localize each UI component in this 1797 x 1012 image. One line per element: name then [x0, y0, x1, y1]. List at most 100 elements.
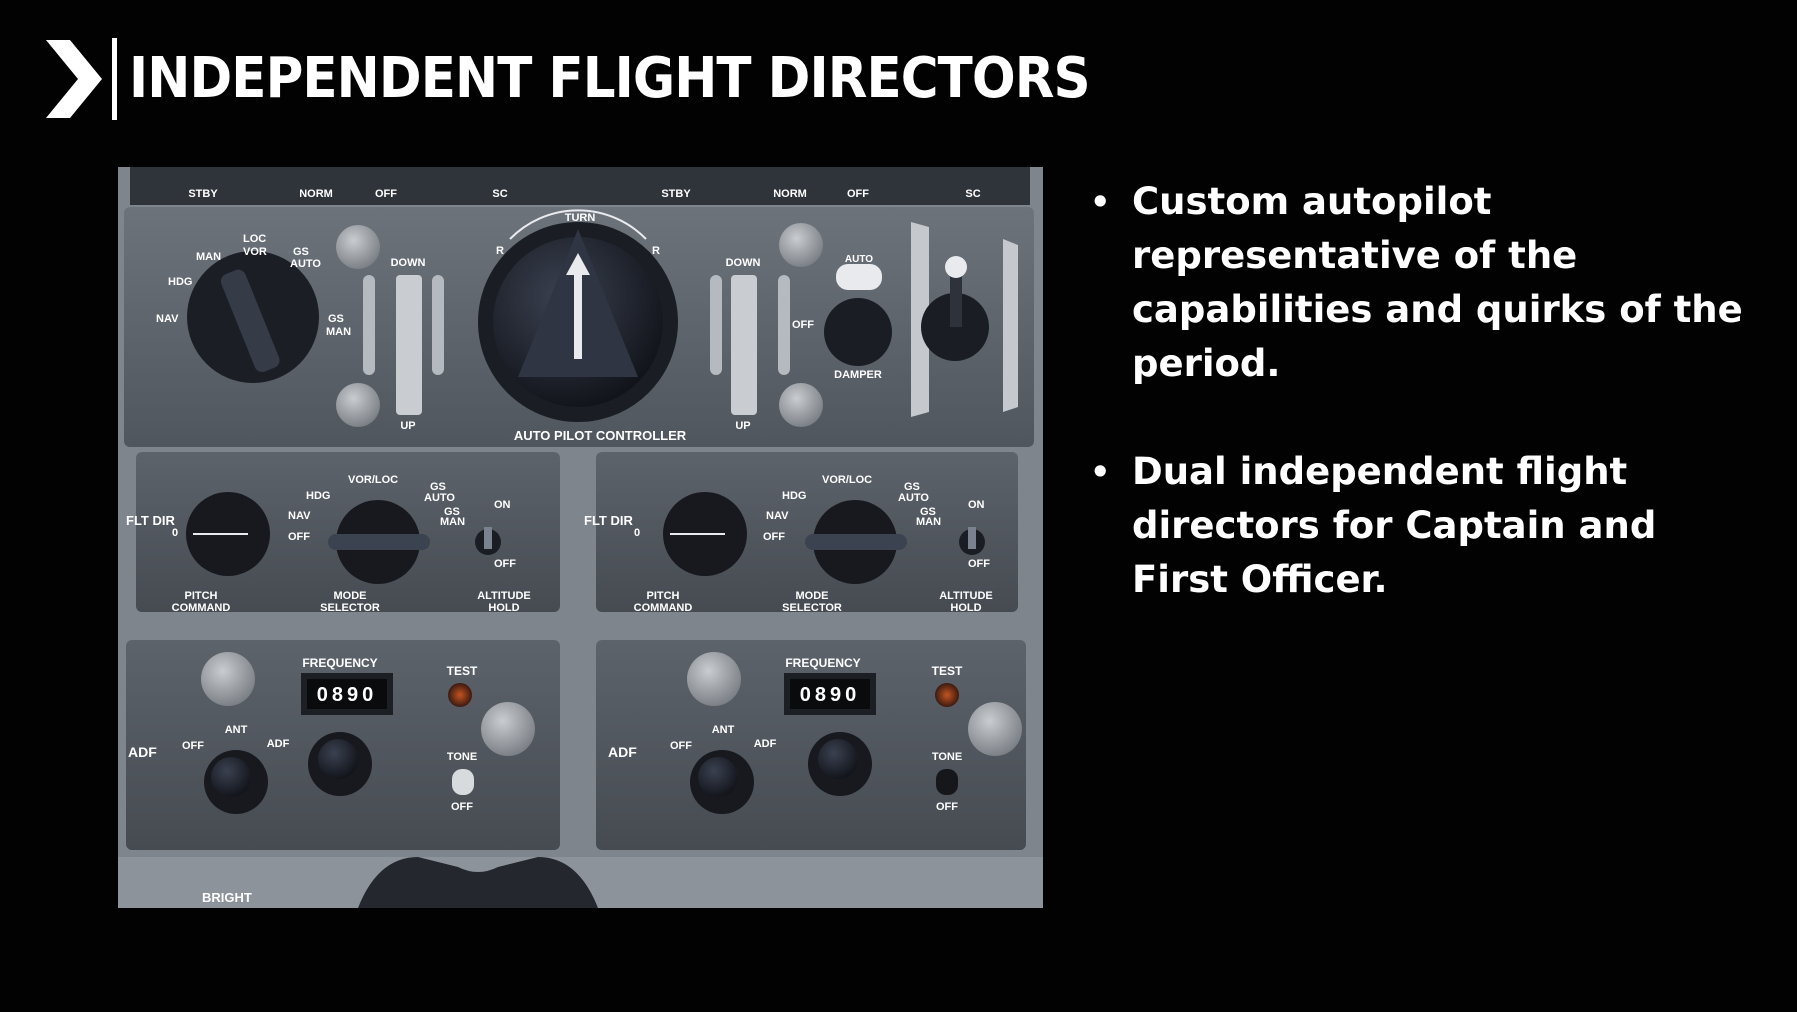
- svg-text:ON: ON: [494, 499, 511, 511]
- svg-text:HOLD: HOLD: [488, 602, 519, 614]
- svg-text:FLT DIR: FLT DIR: [126, 513, 175, 528]
- svg-text:ADF: ADF: [608, 744, 637, 760]
- svg-text:PITCH: PITCH: [185, 590, 218, 602]
- svg-text:UP: UP: [400, 420, 415, 432]
- svg-text:ANT: ANT: [712, 724, 735, 736]
- fd-left-labels: FLT DIR 0 PITCH COMMAND MODE SELECTOR AL…: [126, 474, 531, 614]
- svg-text:SELECTOR: SELECTOR: [782, 602, 842, 614]
- svg-text:BRIGHT: BRIGHT: [202, 890, 252, 905]
- svg-text:GS: GS: [444, 506, 460, 518]
- svg-text:GS: GS: [904, 481, 920, 493]
- svg-text:SC: SC: [965, 188, 980, 200]
- svg-text:ALTITUDE: ALTITUDE: [939, 590, 993, 602]
- header-divider: [112, 38, 117, 120]
- svg-text:AUTO PILOT CONTROLLER: AUTO PILOT CONTROLLER: [514, 428, 687, 443]
- svg-text:DOWN: DOWN: [726, 257, 761, 269]
- svg-text:FREQUENCY: FREQUENCY: [302, 656, 377, 670]
- damper-switch: [824, 298, 892, 366]
- svg-text:COMMAND: COMMAND: [172, 602, 231, 614]
- svg-text:AUTO: AUTO: [898, 492, 929, 504]
- pitch-wheel-left: [396, 275, 422, 415]
- svg-text:NAV: NAV: [156, 313, 179, 325]
- svg-text:OFF: OFF: [968, 558, 990, 570]
- svg-text:0: 0: [172, 527, 178, 539]
- svg-text:MAN: MAN: [326, 326, 351, 338]
- svg-text:COMMAND: COMMAND: [634, 602, 693, 614]
- svg-text:STBY: STBY: [661, 188, 691, 200]
- svg-text:VOR/LOC: VOR/LOC: [822, 474, 872, 486]
- svg-text:AUTO: AUTO: [845, 254, 873, 265]
- svg-text:GS: GS: [328, 313, 344, 325]
- svg-text:MAN: MAN: [440, 516, 465, 528]
- svg-text:NORM: NORM: [299, 188, 333, 200]
- top-switch-labels: STBY NORM OFF SC STBY NORM OFF SC: [188, 188, 980, 200]
- svg-text:VOR: VOR: [243, 246, 267, 258]
- svg-text:TEST: TEST: [932, 664, 963, 678]
- adf-left: FREQUENCY 0890 TEST ADF ANT OFF ADF TONE…: [128, 652, 535, 814]
- svg-text:GS: GS: [920, 506, 936, 518]
- bullet-list: • Custom autopilot representative of the …: [1082, 175, 1762, 661]
- svg-text:LOC: LOC: [243, 233, 266, 245]
- cockpit-panel-image: STBY NORM OFF SC STBY NORM OFF SC NAV HD…: [118, 167, 1043, 908]
- svg-text:OFF: OFF: [288, 531, 310, 543]
- adf-frequency-display-left: 0890: [317, 684, 378, 706]
- svg-text:OFF: OFF: [847, 188, 869, 200]
- svg-text:FLT DIR: FLT DIR: [584, 513, 633, 528]
- svg-text:TURN: TURN: [565, 212, 596, 224]
- svg-text:OFF: OFF: [670, 740, 692, 752]
- svg-text:OFF: OFF: [375, 188, 397, 200]
- svg-text:VOR/LOC: VOR/LOC: [348, 474, 398, 486]
- chevron-right-icon: [46, 40, 102, 118]
- svg-text:ALTITUDE: ALTITUDE: [477, 590, 531, 602]
- bullet-item: • Custom autopilot representative of the …: [1082, 175, 1762, 391]
- svg-text:ON: ON: [968, 499, 985, 511]
- flight-director-right: [596, 452, 1018, 612]
- bullet-dot-icon: •: [1090, 183, 1111, 221]
- svg-text:ADF: ADF: [267, 738, 290, 750]
- svg-text:OFF: OFF: [763, 531, 785, 543]
- svg-text:OFF: OFF: [451, 801, 473, 813]
- svg-text:NORM: NORM: [773, 188, 807, 200]
- svg-text:SC: SC: [492, 188, 507, 200]
- svg-text:HDG: HDG: [168, 276, 192, 288]
- svg-text:HOLD: HOLD: [950, 602, 981, 614]
- svg-text:STBY: STBY: [188, 188, 218, 200]
- svg-text:MAN: MAN: [196, 251, 221, 263]
- svg-text:GS: GS: [293, 246, 309, 258]
- adf-right: FREQUENCY 0890 TEST ADF ANT OFF ADF TONE…: [608, 652, 1022, 814]
- svg-text:ADF: ADF: [754, 738, 777, 750]
- nav-selector-labels: NAV HDG MAN LOC VOR GS AUTO GS MAN: [156, 233, 351, 338]
- bullet-text: Custom autopilot representative of the c…: [1132, 180, 1743, 385]
- svg-text:R: R: [652, 245, 660, 257]
- svg-text:NAV: NAV: [766, 510, 789, 522]
- svg-text:PITCH: PITCH: [647, 590, 680, 602]
- svg-text:OFF: OFF: [494, 558, 516, 570]
- svg-text:0: 0: [634, 527, 640, 539]
- svg-text:HDG: HDG: [782, 490, 806, 502]
- bullet-item: •Dual independent flight directors for C…: [1082, 445, 1762, 607]
- fd-right-labels: FLT DIR 0 PITCH COMMAND MODE SELECTOR AL…: [584, 474, 993, 614]
- svg-text:OFF: OFF: [792, 319, 814, 331]
- svg-text:FREQUENCY: FREQUENCY: [785, 656, 860, 670]
- svg-text:AUTO: AUTO: [424, 492, 455, 504]
- svg-text:MODE: MODE: [334, 590, 367, 602]
- svg-text:HDG: HDG: [306, 490, 330, 502]
- svg-text:MAN: MAN: [916, 516, 941, 528]
- svg-text:OFF: OFF: [182, 740, 204, 752]
- svg-text:ADF: ADF: [128, 744, 157, 760]
- svg-text:SELECTOR: SELECTOR: [320, 602, 380, 614]
- pitch-wheel-right: [731, 275, 757, 415]
- svg-text:R: R: [496, 245, 504, 257]
- svg-text:NAV: NAV: [288, 510, 311, 522]
- slide-title: INDEPENDENT FLIGHT DIRECTORS: [129, 46, 1091, 111]
- svg-text:AUTO: AUTO: [290, 258, 321, 270]
- adf-frequency-display-right: 0890: [800, 684, 861, 706]
- svg-text:ANT: ANT: [225, 724, 248, 736]
- svg-text:TEST: TEST: [447, 664, 478, 678]
- svg-text:MODE: MODE: [796, 590, 829, 602]
- svg-text:DOWN: DOWN: [391, 257, 426, 269]
- bullet-dot-icon: •: [1090, 453, 1111, 491]
- svg-text:TONE: TONE: [932, 751, 962, 763]
- svg-text:UP: UP: [735, 420, 750, 432]
- svg-text:TONE: TONE: [447, 751, 477, 763]
